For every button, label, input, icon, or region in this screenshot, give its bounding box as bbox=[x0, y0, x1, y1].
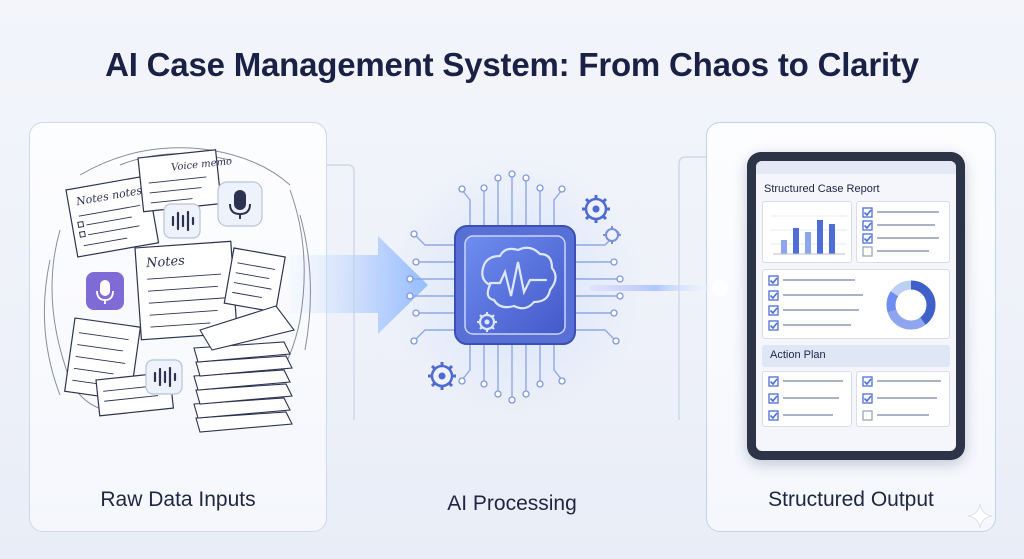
note-card bbox=[223, 247, 286, 313]
brain-icon bbox=[481, 246, 557, 310]
note-card: Notes bbox=[134, 240, 238, 341]
action-plan-header bbox=[762, 345, 950, 367]
raw-data-label: Raw Data Inputs bbox=[100, 488, 256, 511]
checklist bbox=[862, 207, 939, 257]
bar bbox=[793, 228, 799, 254]
bar-chart-card bbox=[762, 201, 852, 263]
gear-icon bbox=[428, 362, 456, 390]
bar bbox=[817, 220, 823, 254]
action-list bbox=[768, 376, 843, 421]
note-card: Voice memo bbox=[137, 149, 233, 213]
gear-icon bbox=[582, 195, 610, 223]
report-title: Structured Case Report bbox=[764, 183, 880, 195]
action-list-card bbox=[856, 371, 950, 427]
screen-topbar bbox=[756, 161, 956, 174]
note-text: Notes bbox=[145, 254, 186, 272]
summary-card bbox=[762, 269, 950, 339]
donut-chart bbox=[886, 280, 936, 330]
tablet-device: Structured Case Report bbox=[747, 152, 965, 460]
connector-right bbox=[678, 156, 706, 420]
bar bbox=[805, 232, 811, 254]
audio-wave-icon bbox=[145, 359, 183, 395]
checklist-card bbox=[856, 201, 950, 263]
bar-chart bbox=[771, 215, 847, 255]
action-plan-title: Action Plan bbox=[770, 349, 826, 361]
ai-processing-label: AI Processing bbox=[447, 492, 577, 515]
output-beam bbox=[590, 285, 720, 291]
bar bbox=[781, 240, 787, 254]
microphone-icon bbox=[86, 272, 124, 310]
connector-left bbox=[327, 164, 355, 420]
tablet-screen: Structured Case Report bbox=[756, 161, 956, 451]
sparkle-icon bbox=[967, 503, 993, 529]
page-title: AI Case Management System: From Chaos to… bbox=[105, 46, 919, 83]
bar bbox=[829, 224, 835, 254]
paper-stack bbox=[193, 305, 295, 433]
gear-icon bbox=[477, 312, 497, 332]
ai-chip bbox=[454, 225, 576, 345]
summary-list bbox=[768, 275, 936, 331]
action-list bbox=[862, 376, 941, 421]
audio-wave-icon bbox=[163, 203, 201, 239]
action-list-card bbox=[762, 371, 852, 427]
structured-output-label: Structured Output bbox=[768, 488, 934, 511]
gear-icon bbox=[603, 226, 621, 244]
microphone-icon bbox=[217, 181, 263, 227]
